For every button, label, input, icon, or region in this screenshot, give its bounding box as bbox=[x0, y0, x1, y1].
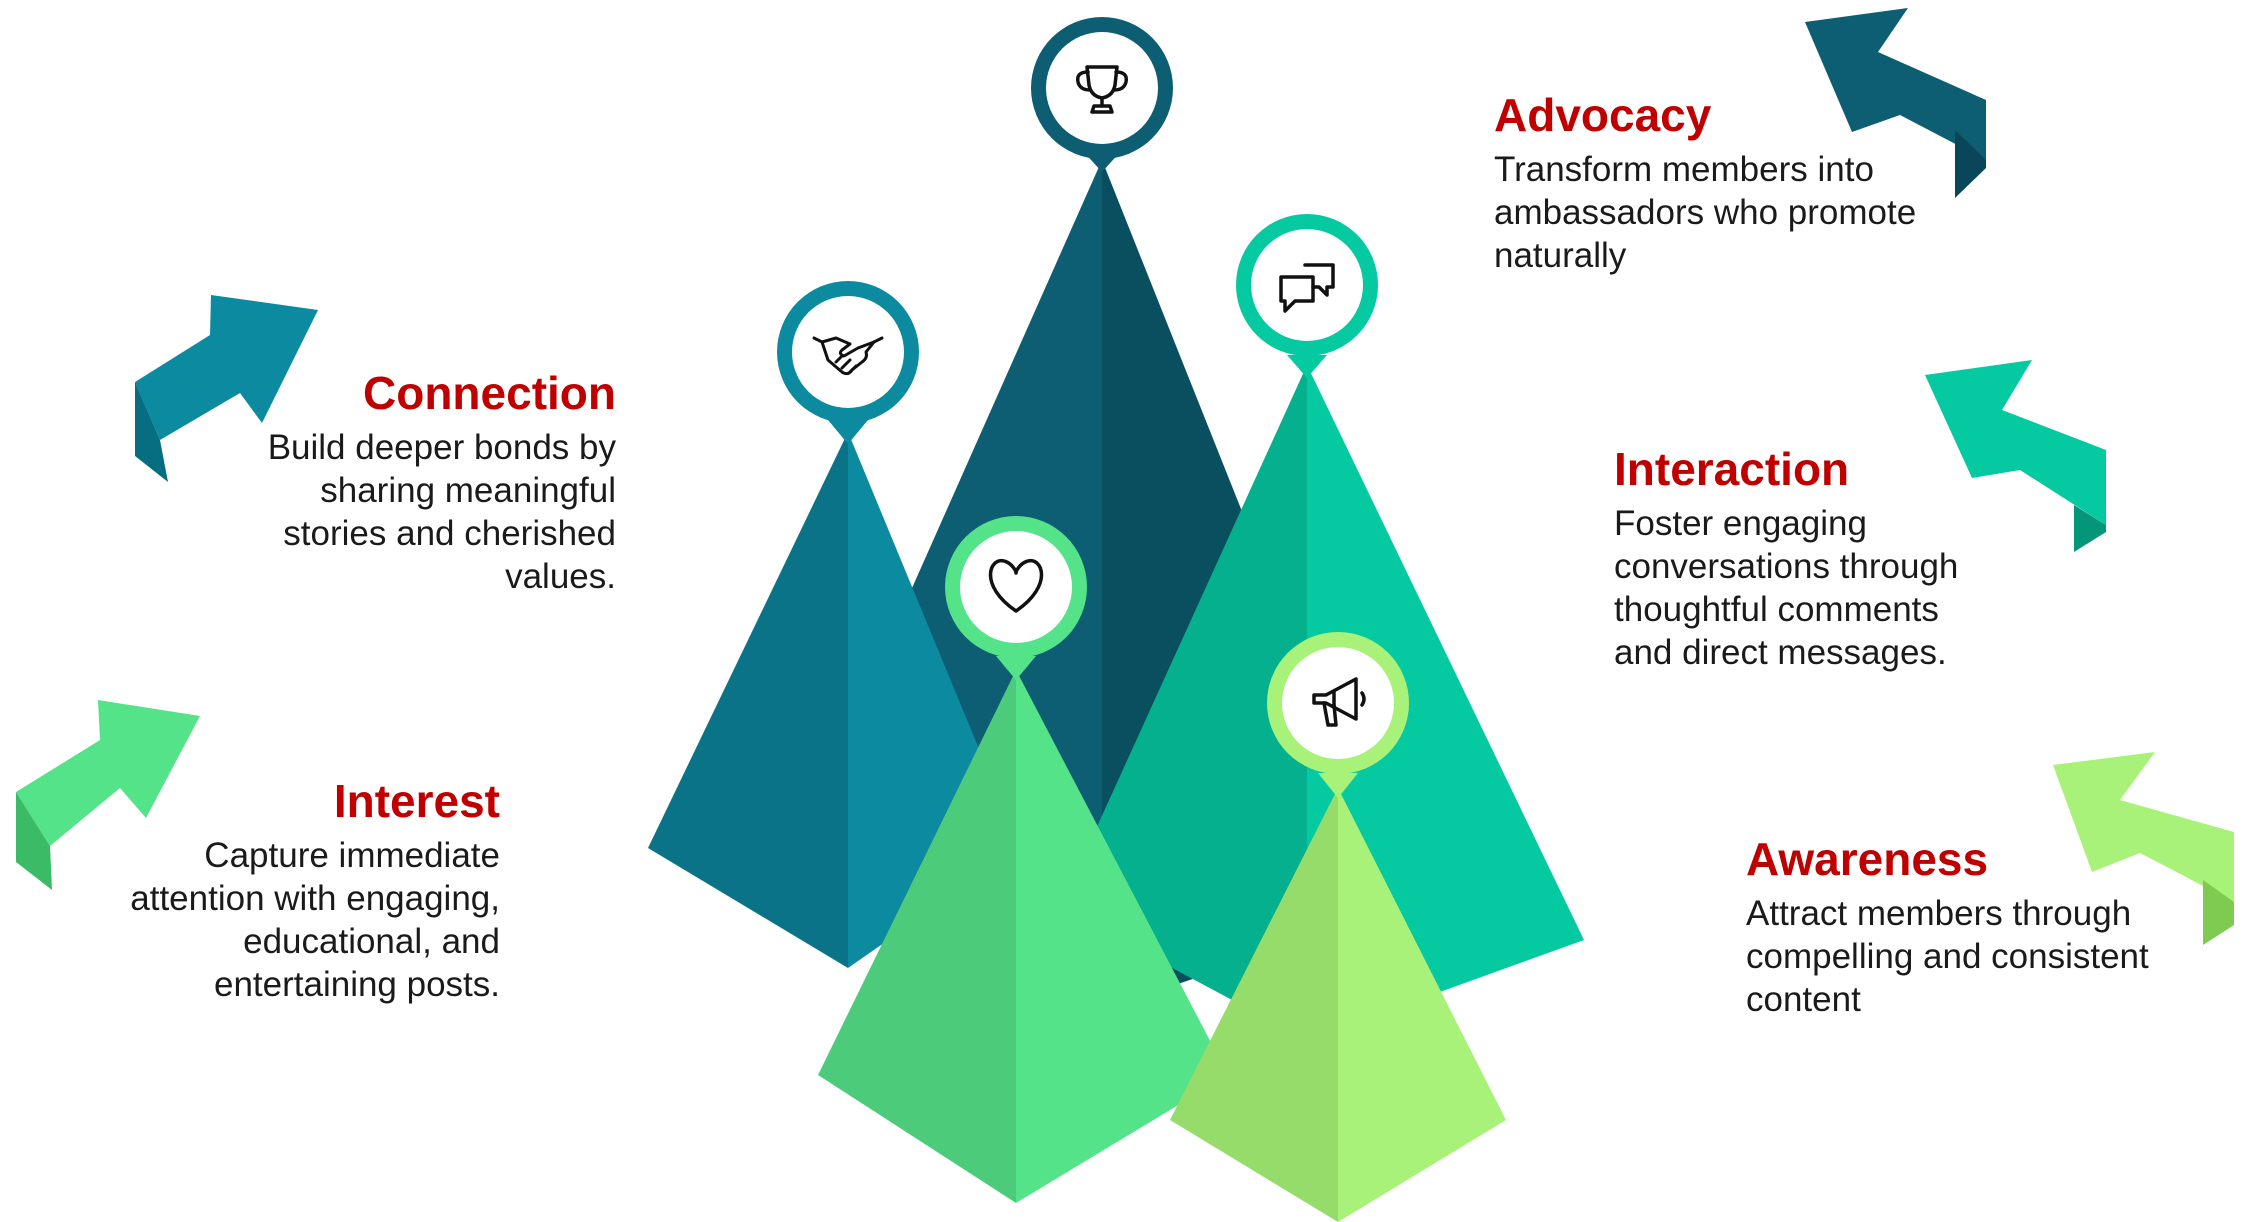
stage-awareness-label: Awareness Attract members through compel… bbox=[1746, 832, 2226, 1021]
pyramid-interaction-left bbox=[1060, 365, 1307, 1040]
megaphone-icon bbox=[1312, 677, 1366, 727]
stage-connection-description: Build deeper bonds by sharing meaningful… bbox=[267, 428, 616, 596]
arrow-interaction-fold bbox=[2074, 505, 2106, 552]
arrow-interaction-body bbox=[1925, 360, 2106, 525]
arrow-connection-body bbox=[135, 295, 318, 440]
handshake-icon bbox=[812, 336, 884, 376]
pyramid-awareness bbox=[1170, 788, 1506, 1222]
stage-interaction-label: Interaction Foster engaging conversation… bbox=[1614, 442, 2084, 674]
stage-advocacy-description: Transform members into ambassadors who p… bbox=[1494, 150, 1917, 275]
arrow-connection-fold bbox=[135, 382, 168, 482]
arrow-interest bbox=[16, 700, 200, 890]
pin-awareness bbox=[1267, 632, 1409, 798]
arrow-advocacy-fold bbox=[1955, 130, 1986, 198]
arrow-interest-fold bbox=[16, 792, 52, 890]
stage-interaction-description: Foster engaging conversations through th… bbox=[1614, 504, 1959, 672]
arrow-interaction bbox=[1925, 360, 2106, 552]
stage-advocacy-label: Advocacy Transform members into ambassad… bbox=[1494, 88, 1994, 277]
arrow-advocacy bbox=[1805, 8, 1986, 198]
pyramid-interest bbox=[818, 670, 1228, 1203]
chat-bubbles-icon bbox=[1279, 263, 1335, 313]
stage-connection-title: Connection bbox=[363, 367, 616, 419]
stage-interaction-title: Interaction bbox=[1614, 443, 1850, 495]
stage-connection-label: Connection Build deeper bonds by sharing… bbox=[150, 366, 616, 598]
arrow-advocacy-body bbox=[1805, 8, 1986, 160]
pin-advocacy bbox=[1031, 17, 1173, 172]
pin-interest bbox=[945, 516, 1087, 680]
trophy-icon bbox=[1075, 65, 1129, 114]
stage-awareness-title: Awareness bbox=[1746, 833, 1989, 885]
pyramid-connection-left bbox=[648, 432, 848, 968]
arrow-awareness-body bbox=[2053, 752, 2234, 902]
pyramid-interest-left bbox=[818, 670, 1016, 1203]
heart-icon bbox=[988, 558, 1044, 613]
pyramid-awareness-left bbox=[1170, 788, 1338, 1222]
stage-interest-label: Interest Capture immediate attention wit… bbox=[60, 774, 500, 1006]
arrow-connection bbox=[135, 295, 318, 482]
arrow-awareness bbox=[2053, 752, 2234, 945]
stage-interest-title: Interest bbox=[333, 775, 500, 827]
pyramid-awareness-right bbox=[1338, 788, 1506, 1222]
stage-advocacy-title: Advocacy bbox=[1494, 89, 1712, 141]
pyramid-interest-right bbox=[1016, 670, 1228, 1203]
pin-interaction bbox=[1236, 214, 1378, 378]
stage-interest-description: Capture immediate attention with engagin… bbox=[130, 836, 500, 1004]
arrow-interest-body bbox=[16, 700, 200, 846]
stage-awareness-description: Attract members through compelling and c… bbox=[1746, 894, 2149, 1019]
arrow-awareness-fold bbox=[2203, 880, 2234, 945]
